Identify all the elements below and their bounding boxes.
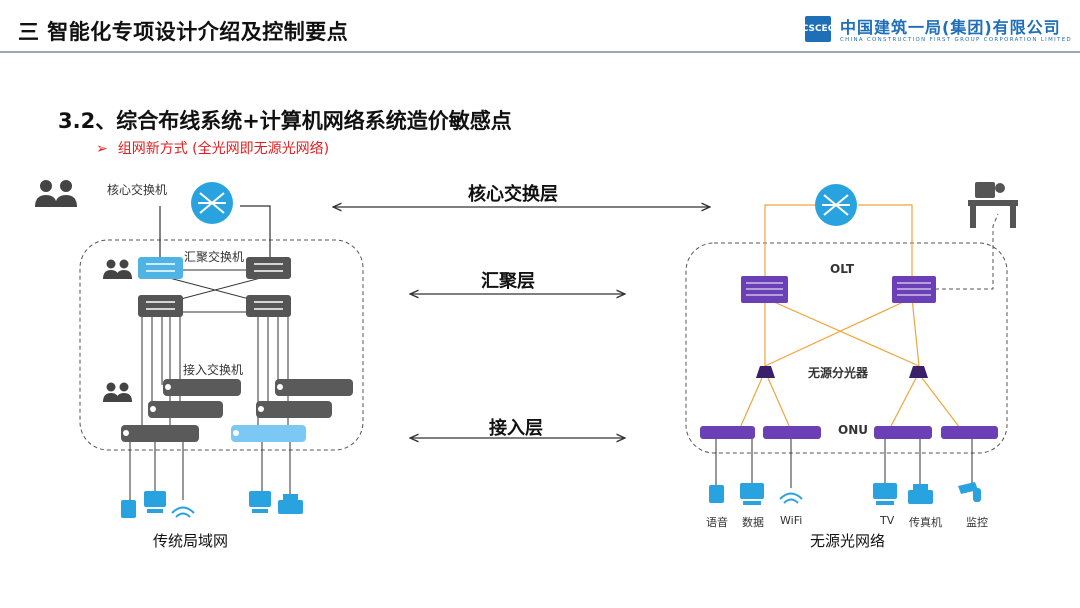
device-label-monitor: 监控 [966,516,988,529]
splitter-icon [756,366,928,378]
company-name-cn: 中国建筑一局(集团)有限公司 [840,18,1061,37]
core-switch-label: 核心交换机 [107,183,168,197]
left-lan-boundary [79,239,364,451]
aggregation-layer-label: 汇聚层 [481,271,535,292]
pon-core-switch-icon [815,184,857,226]
company-name-en: CHINA CONSTRUCTION FIRST GROUP CORPORATI… [840,37,1072,43]
company-logo-icon: CSCEC [802,16,834,42]
bullet-point: ➢ 组网新方式 (全光网即无源光网络) [96,138,329,158]
aggregation-switch-label: 汇聚交换机 [184,250,245,264]
aggregation-links [157,269,273,313]
pon-caption: 无源光网络 [810,532,886,550]
left-lan-group [35,180,364,518]
users-icon [35,180,132,402]
core-layer-label: 核心交换层 [468,184,558,205]
onu-icon [700,426,998,439]
right-pon-boundary [685,242,1008,454]
core-switch-icon [191,182,233,224]
olt-icon [741,276,936,303]
right-pon-group [685,182,1018,505]
access-links [141,315,289,430]
device-label-fax: 传真机 [909,516,942,529]
management-link [935,213,999,290]
bullet-arrow-icon: ➢ [96,141,108,157]
aggregation-switch-icon [138,257,291,317]
endpoint-links [129,440,291,500]
section-title: 3.2、综合布线系统+计算机网络系统造价敏感点 [58,109,512,133]
header-divider [0,51,1080,53]
access-layer-label: 接入层 [489,418,543,439]
pon-device-icons [709,482,981,505]
page-title: 三 智能化专项设计介绍及控制要点 [18,20,349,44]
splitter-label: 无源分光器 [808,366,869,380]
device-label-tv: TV [880,514,895,527]
device-label-data: 数据 [742,516,764,529]
access-switch-icon [121,379,353,442]
device-label-voice: 语音 [706,516,728,529]
device-links [715,439,973,488]
lan-caption: 传统局域网 [153,532,229,550]
lan-endpoint-icons [121,491,303,518]
fiber-links [739,204,961,429]
device-label-wifi: WiFi [780,514,803,527]
olt-label: OLT [830,262,855,276]
onu-label: ONU [838,423,868,437]
bullet-text: 组网新方式 (全光网即无源光网络) [117,141,330,157]
access-switch-label: 接入交换机 [183,363,244,377]
core-uplinks [159,205,271,262]
operator-workstation-icon [968,182,1018,228]
